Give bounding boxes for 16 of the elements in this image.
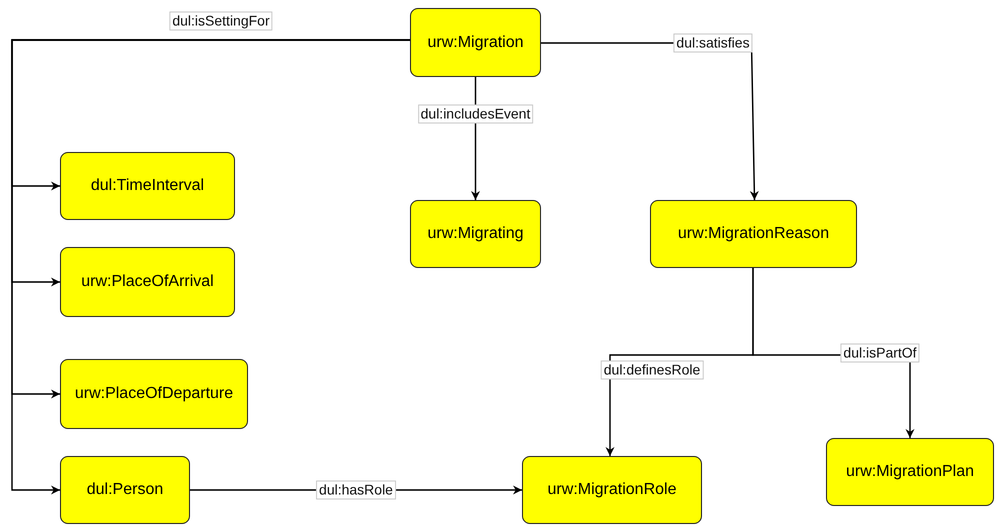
class-box: dul:Person: [60, 456, 190, 524]
edge-label: dul:isSettingFor: [169, 12, 273, 30]
class-box: dul:TimeInterval: [60, 152, 235, 220]
edge-label: dul:isPartOf: [840, 344, 920, 362]
class-box: urw:MigrationPlan: [826, 438, 994, 506]
class-box: urw:PlaceOfArrival: [60, 247, 235, 317]
class-box: urw:Migrating: [410, 200, 541, 268]
edge-label: dul:includesEvent: [418, 104, 534, 124]
class-box: urw:PlaceOfDeparture: [60, 359, 248, 429]
class-box: urw:Migration: [410, 8, 541, 77]
edge-label: dul:satisfies: [673, 34, 753, 52]
edge-label: dul:definesRole: [600, 360, 704, 380]
class-box: urw:MigrationReason: [650, 200, 857, 268]
class-box: urw:MigrationRole: [522, 456, 702, 524]
edge-label: dul:hasRole: [316, 480, 396, 500]
arrow: [11, 39, 410, 494]
